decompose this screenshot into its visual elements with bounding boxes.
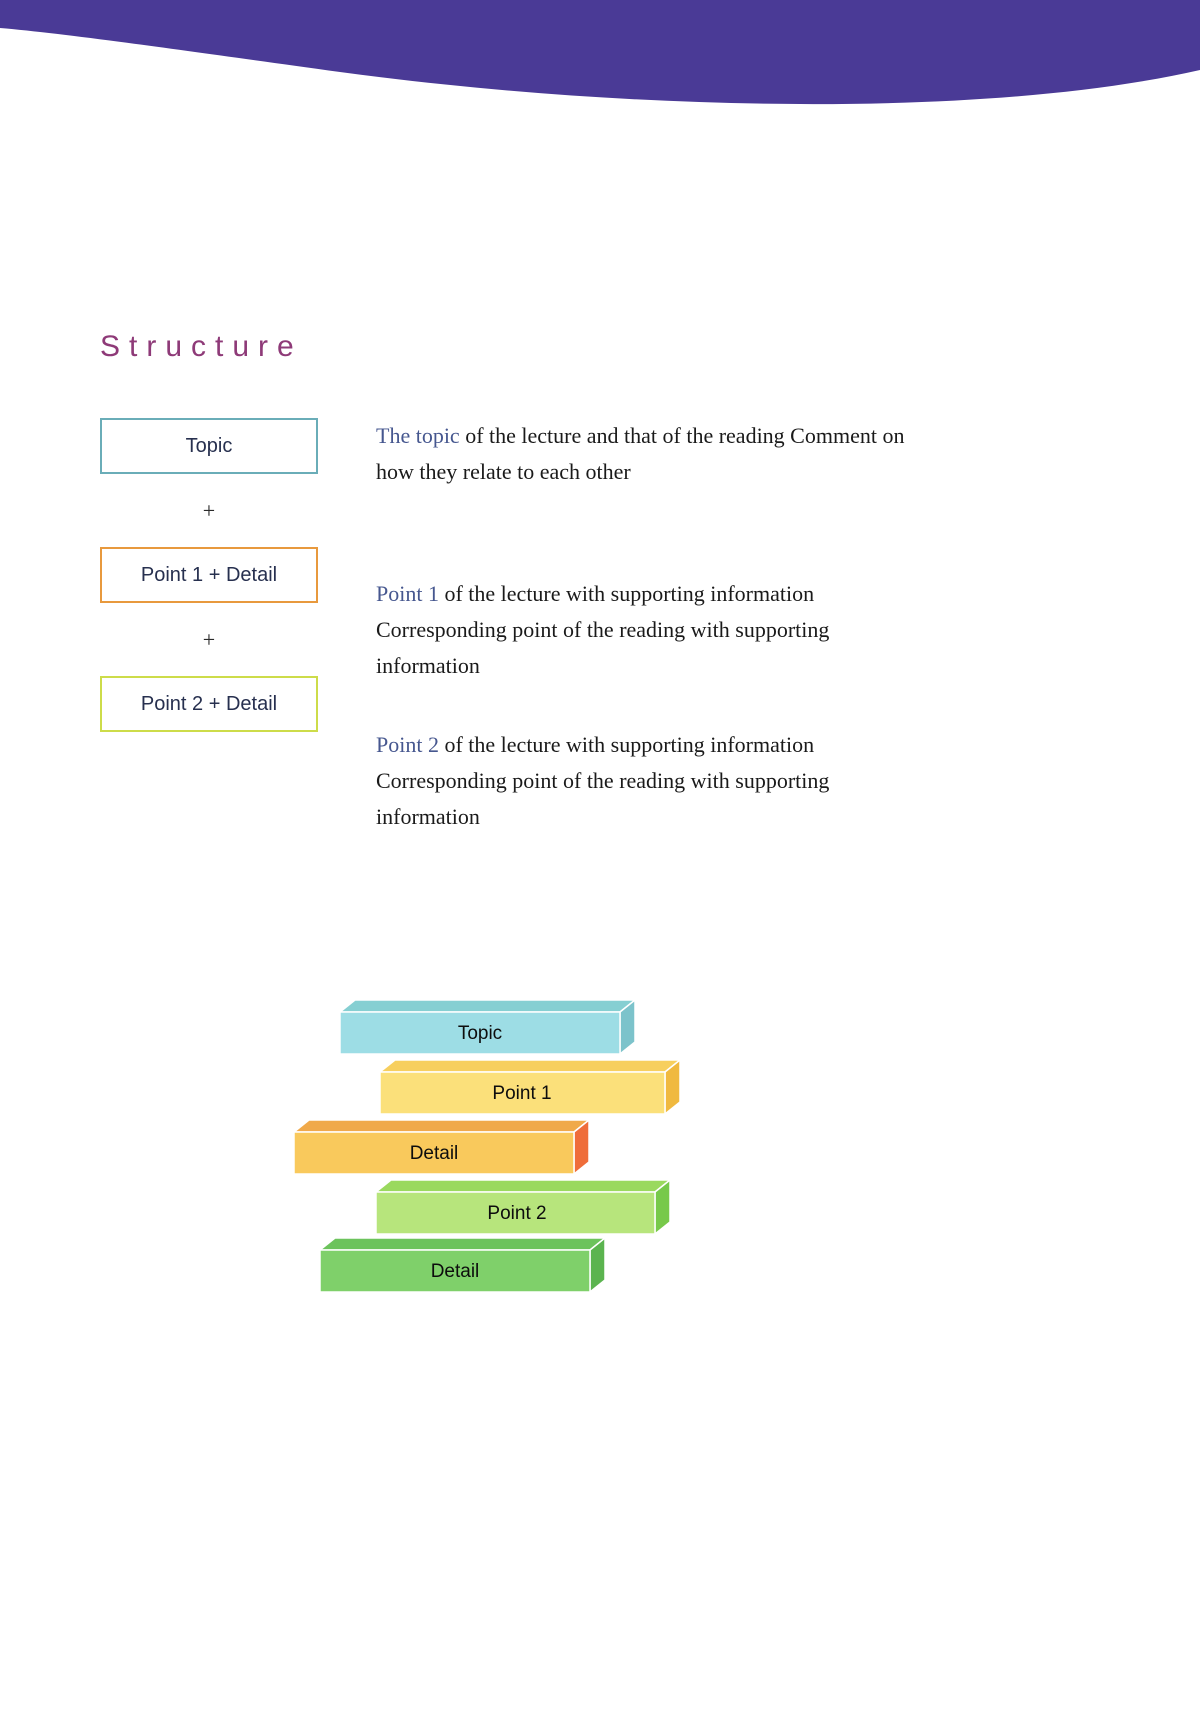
block-topic-label: Topic (458, 1023, 502, 1044)
block-point-2: Point 2 (373, 1178, 673, 1236)
outline-box-point-2-label: Point 2 + Detail (140, 692, 278, 715)
header-band-shape (0, 0, 1200, 105)
outline-box-point-1[interactable]: Point 1 + Detail (100, 547, 318, 603)
explanation-paragraph-topic: The topic of the lecture and that of the… (376, 418, 936, 490)
explanation-paragraph-point-1: Point 1 of the lecture with supporting i… (376, 576, 936, 684)
page-title: Structure (100, 330, 303, 363)
header-band (0, 0, 1200, 120)
outline-box-point-2[interactable]: Point 2 + Detail (100, 676, 318, 732)
explanation-body-topic: of the lecture and that of the reading C… (376, 423, 905, 484)
explanation-lead-topic: The topic (376, 423, 460, 448)
explanation-lead-point-2: Point 2 (376, 732, 439, 757)
connector-plus-2: + (202, 627, 216, 652)
outline-box-point-1-label: Point 1 + Detail (140, 563, 278, 586)
outline-box-topic[interactable]: Topic (100, 418, 318, 474)
block-detail-2: Detail (317, 1236, 608, 1294)
connector-plus-1: + (202, 498, 216, 523)
explanation-lead-point-1: Point 1 (376, 581, 439, 606)
outline-column: Topic + Point 1 + Detail + Point 2 + Det… (100, 418, 320, 732)
explanation-paragraph-point-2: Point 2 of the lecture with supporting i… (376, 727, 936, 835)
block-detail-2-label: Detail (431, 1261, 480, 1282)
block-detail-1: Detail (291, 1118, 592, 1176)
outline-box-topic-label: Topic (185, 434, 233, 457)
block-topic: Topic (337, 998, 638, 1056)
block-point-1-label: Point 1 (492, 1083, 551, 1104)
explanation-column: The topic of the lecture and that of the… (376, 418, 936, 835)
explanation-body-point-2: of the lecture with supporting informati… (376, 732, 830, 829)
block-point-2-label: Point 2 (487, 1203, 546, 1224)
stacked-blocks-diagram: Detail Point 2 Detail Point 1 (280, 950, 720, 1300)
block-point-1: Point 1 (377, 1058, 683, 1116)
block-detail-1-label: Detail (410, 1143, 459, 1164)
explanation-body-point-1: of the lecture with supporting informati… (376, 581, 830, 678)
